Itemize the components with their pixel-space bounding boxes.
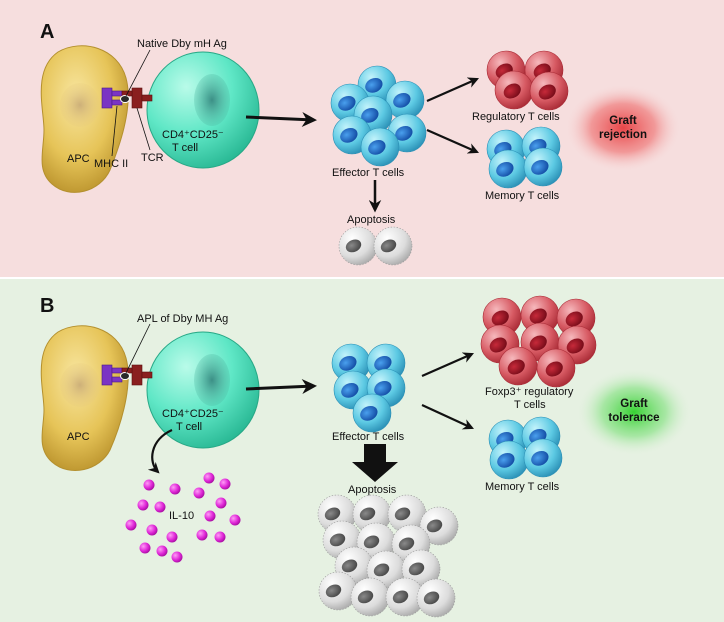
il10-molecule	[196, 529, 208, 541]
outcome-label-b-line1: Graft	[620, 398, 648, 410]
arrow-to-regulatory-b	[421, 352, 475, 378]
apc-nucleus	[60, 83, 100, 127]
il10-label: IL-10	[169, 510, 194, 522]
outcome-label-b-line2: tolerance	[608, 412, 659, 424]
il10-molecule	[219, 478, 231, 490]
tcr-leader-line	[136, 107, 151, 151]
regulatory-cell	[494, 70, 534, 110]
regulatory-label-b-line1: Foxp3⁺ regulatory	[485, 386, 574, 398]
outcome-label-a-line1: Graft	[609, 115, 637, 127]
arrow-to-memory-a	[426, 128, 480, 154]
panel-b-letter: B	[40, 295, 54, 317]
effector-label-b: Effector T cells	[332, 431, 405, 443]
tcell-nucleus	[194, 354, 230, 406]
arrow-to-regulatory-a	[426, 77, 480, 103]
il10-molecule	[204, 510, 216, 522]
tolerance-glow	[576, 368, 692, 456]
arrow-activation-a	[245, 111, 317, 127]
tcell-a	[146, 51, 260, 169]
antigen-label-a: Native Dby mH Ag	[137, 38, 227, 50]
panel-a-letter: A	[40, 21, 54, 43]
antigen-peptide	[120, 95, 130, 103]
memory-cell	[523, 147, 563, 187]
apoptotic-cell	[350, 577, 390, 617]
mhc-leader-line	[111, 105, 118, 157]
apc-cell-b	[40, 325, 129, 471]
effector-label-a: Effector T cells	[332, 167, 405, 179]
tcr-label: TCR	[141, 152, 164, 164]
panel-a: A APC CD4⁺CD25⁻ T cell Native Dby mH Ag …	[0, 0, 724, 277]
memory-label-b: Memory T cells	[485, 481, 560, 493]
il10-molecule	[137, 499, 149, 511]
il10-molecule	[193, 487, 205, 499]
il10-molecule	[156, 545, 168, 557]
apoptosis-label-a: Apoptosis	[347, 214, 396, 226]
il10-molecule	[154, 501, 166, 513]
arrow-activation-b	[245, 379, 317, 395]
arrow-to-memory-b	[421, 404, 474, 430]
memory-label-a: Memory T cells	[485, 190, 560, 202]
regulatory-cell	[536, 348, 576, 388]
outcome-label-a-line2: rejection	[599, 129, 647, 141]
mhc-receptor	[101, 364, 113, 386]
memory-cell	[488, 149, 528, 189]
apc-nucleus	[60, 363, 100, 407]
tcell-nucleus	[194, 74, 230, 126]
il10-molecules	[125, 472, 241, 563]
il10-molecule	[166, 531, 178, 543]
il10-molecule	[171, 551, 183, 563]
memory-cell	[523, 438, 563, 478]
il10-molecule	[146, 524, 158, 536]
il10-molecule	[125, 519, 137, 531]
il10-molecule	[214, 531, 226, 543]
arrow-to-il10	[147, 428, 173, 474]
il10-molecule	[139, 542, 151, 554]
apc-label-a: APC	[67, 153, 90, 165]
mhc-tcr-complex-a	[101, 87, 153, 109]
apc-label-b: APC	[67, 431, 90, 443]
regulatory-label-b-line2: T cells	[514, 399, 546, 411]
antigen-leader-line	[125, 323, 151, 374]
apoptotic-cell	[338, 226, 378, 266]
antigen-peptide	[120, 372, 130, 380]
memory-cell	[489, 440, 529, 480]
tcr-receptor	[131, 364, 143, 386]
effector-cell	[360, 127, 400, 167]
regulatory-cell	[498, 346, 538, 386]
tcell-label-a-line2: T cell	[172, 142, 198, 154]
tcell-b	[146, 331, 260, 449]
panel-b: B APC CD4⁺CD25⁻ T cell APL of Dby MH Ag	[0, 279, 724, 622]
tcell-label-a-line1: CD4⁺CD25⁻	[162, 129, 224, 141]
apc-cell-a	[40, 45, 129, 193]
apoptotic-cell	[318, 571, 358, 611]
antigen-label-b: APL of Dby MH Ag	[137, 313, 228, 325]
apoptotic-cell	[416, 578, 456, 618]
tcell-label-b-line1: CD4⁺CD25⁻	[162, 408, 224, 420]
effector-cell	[352, 393, 392, 433]
arrow-to-apoptosis-b	[352, 444, 398, 482]
rejection-glow	[565, 84, 681, 172]
il10-molecule	[203, 472, 215, 484]
regulatory-cell	[529, 71, 569, 111]
tcell-label-b-line2: T cell	[176, 421, 202, 433]
il10-molecule	[229, 514, 241, 526]
regulatory-label-a: Regulatory T cells	[472, 111, 560, 123]
mhc-receptor	[101, 87, 113, 109]
il10-molecule	[215, 497, 227, 509]
tcr-receptor	[131, 87, 143, 109]
mhc-label: MHC II	[94, 158, 128, 170]
il10-molecule	[143, 479, 155, 491]
antigen-leader-line	[125, 49, 151, 97]
il10-molecule	[169, 483, 181, 495]
apoptosis-label-b: Apoptosis	[348, 484, 397, 496]
apoptotic-cell	[373, 226, 413, 266]
